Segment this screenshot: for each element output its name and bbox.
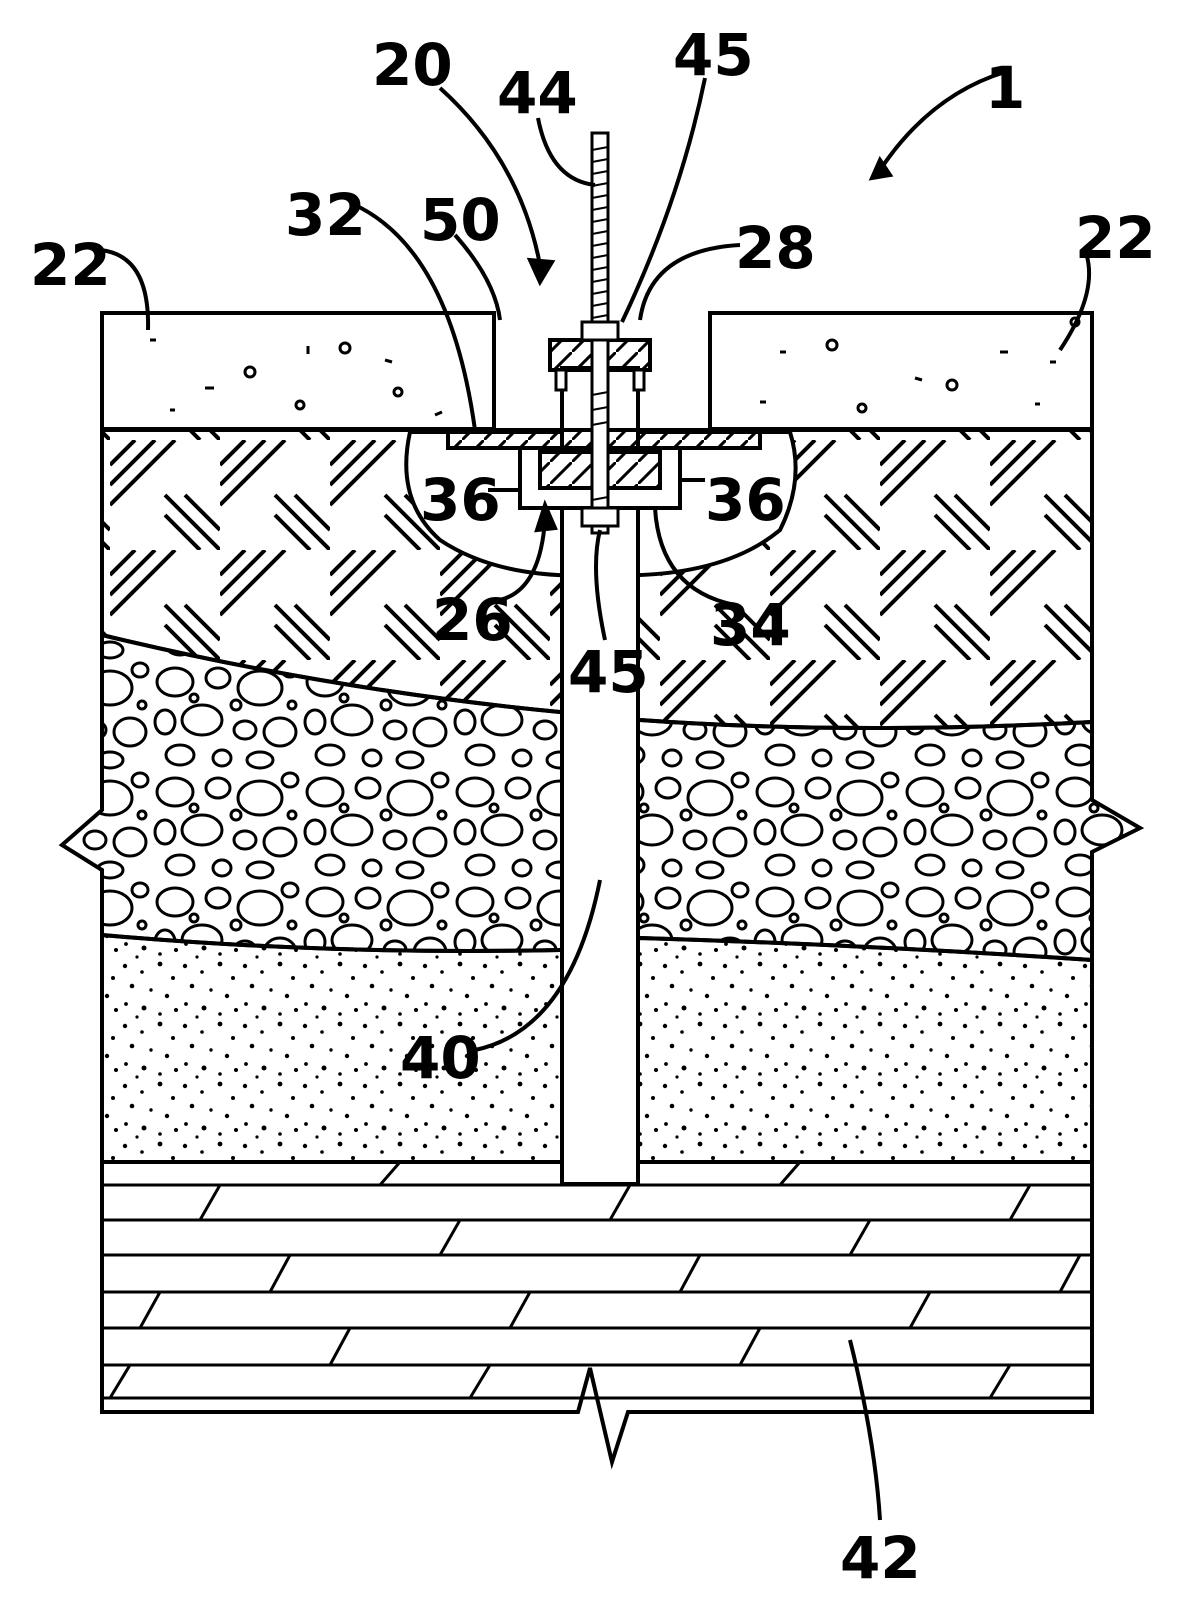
label-32: 32 [285, 181, 366, 249]
label-44: 44 [497, 59, 578, 127]
pile-assembly [446, 131, 762, 1186]
reference-numerals: 1 20 44 45 22 22 32 50 28 36 36 26 45 34… [30, 21, 1156, 1592]
label-45-top: 45 [673, 21, 754, 89]
bedrock-courses [102, 1161, 1092, 1400]
label-45-mid: 45 [568, 638, 649, 706]
label-1: 1 [985, 54, 1025, 122]
label-50: 50 [420, 186, 501, 254]
label-22-right: 22 [1075, 204, 1156, 272]
label-36-right: 36 [705, 466, 786, 534]
pavement-slab-right [708, 311, 1094, 431]
label-36-left: 36 [420, 466, 501, 534]
pavement-slab-left [100, 311, 496, 431]
threaded-rod-44 [580, 131, 620, 535]
label-40: 40 [400, 1024, 481, 1092]
label-20: 20 [372, 31, 453, 99]
label-26: 26 [432, 586, 513, 654]
label-42: 42 [840, 1524, 921, 1592]
label-34: 34 [710, 591, 791, 659]
leader-lines [99, 70, 1092, 1521]
label-28: 28 [735, 214, 816, 282]
label-22-left: 22 [30, 231, 111, 299]
nut-45-top [580, 320, 620, 342]
nut-45-bottom [580, 506, 620, 528]
